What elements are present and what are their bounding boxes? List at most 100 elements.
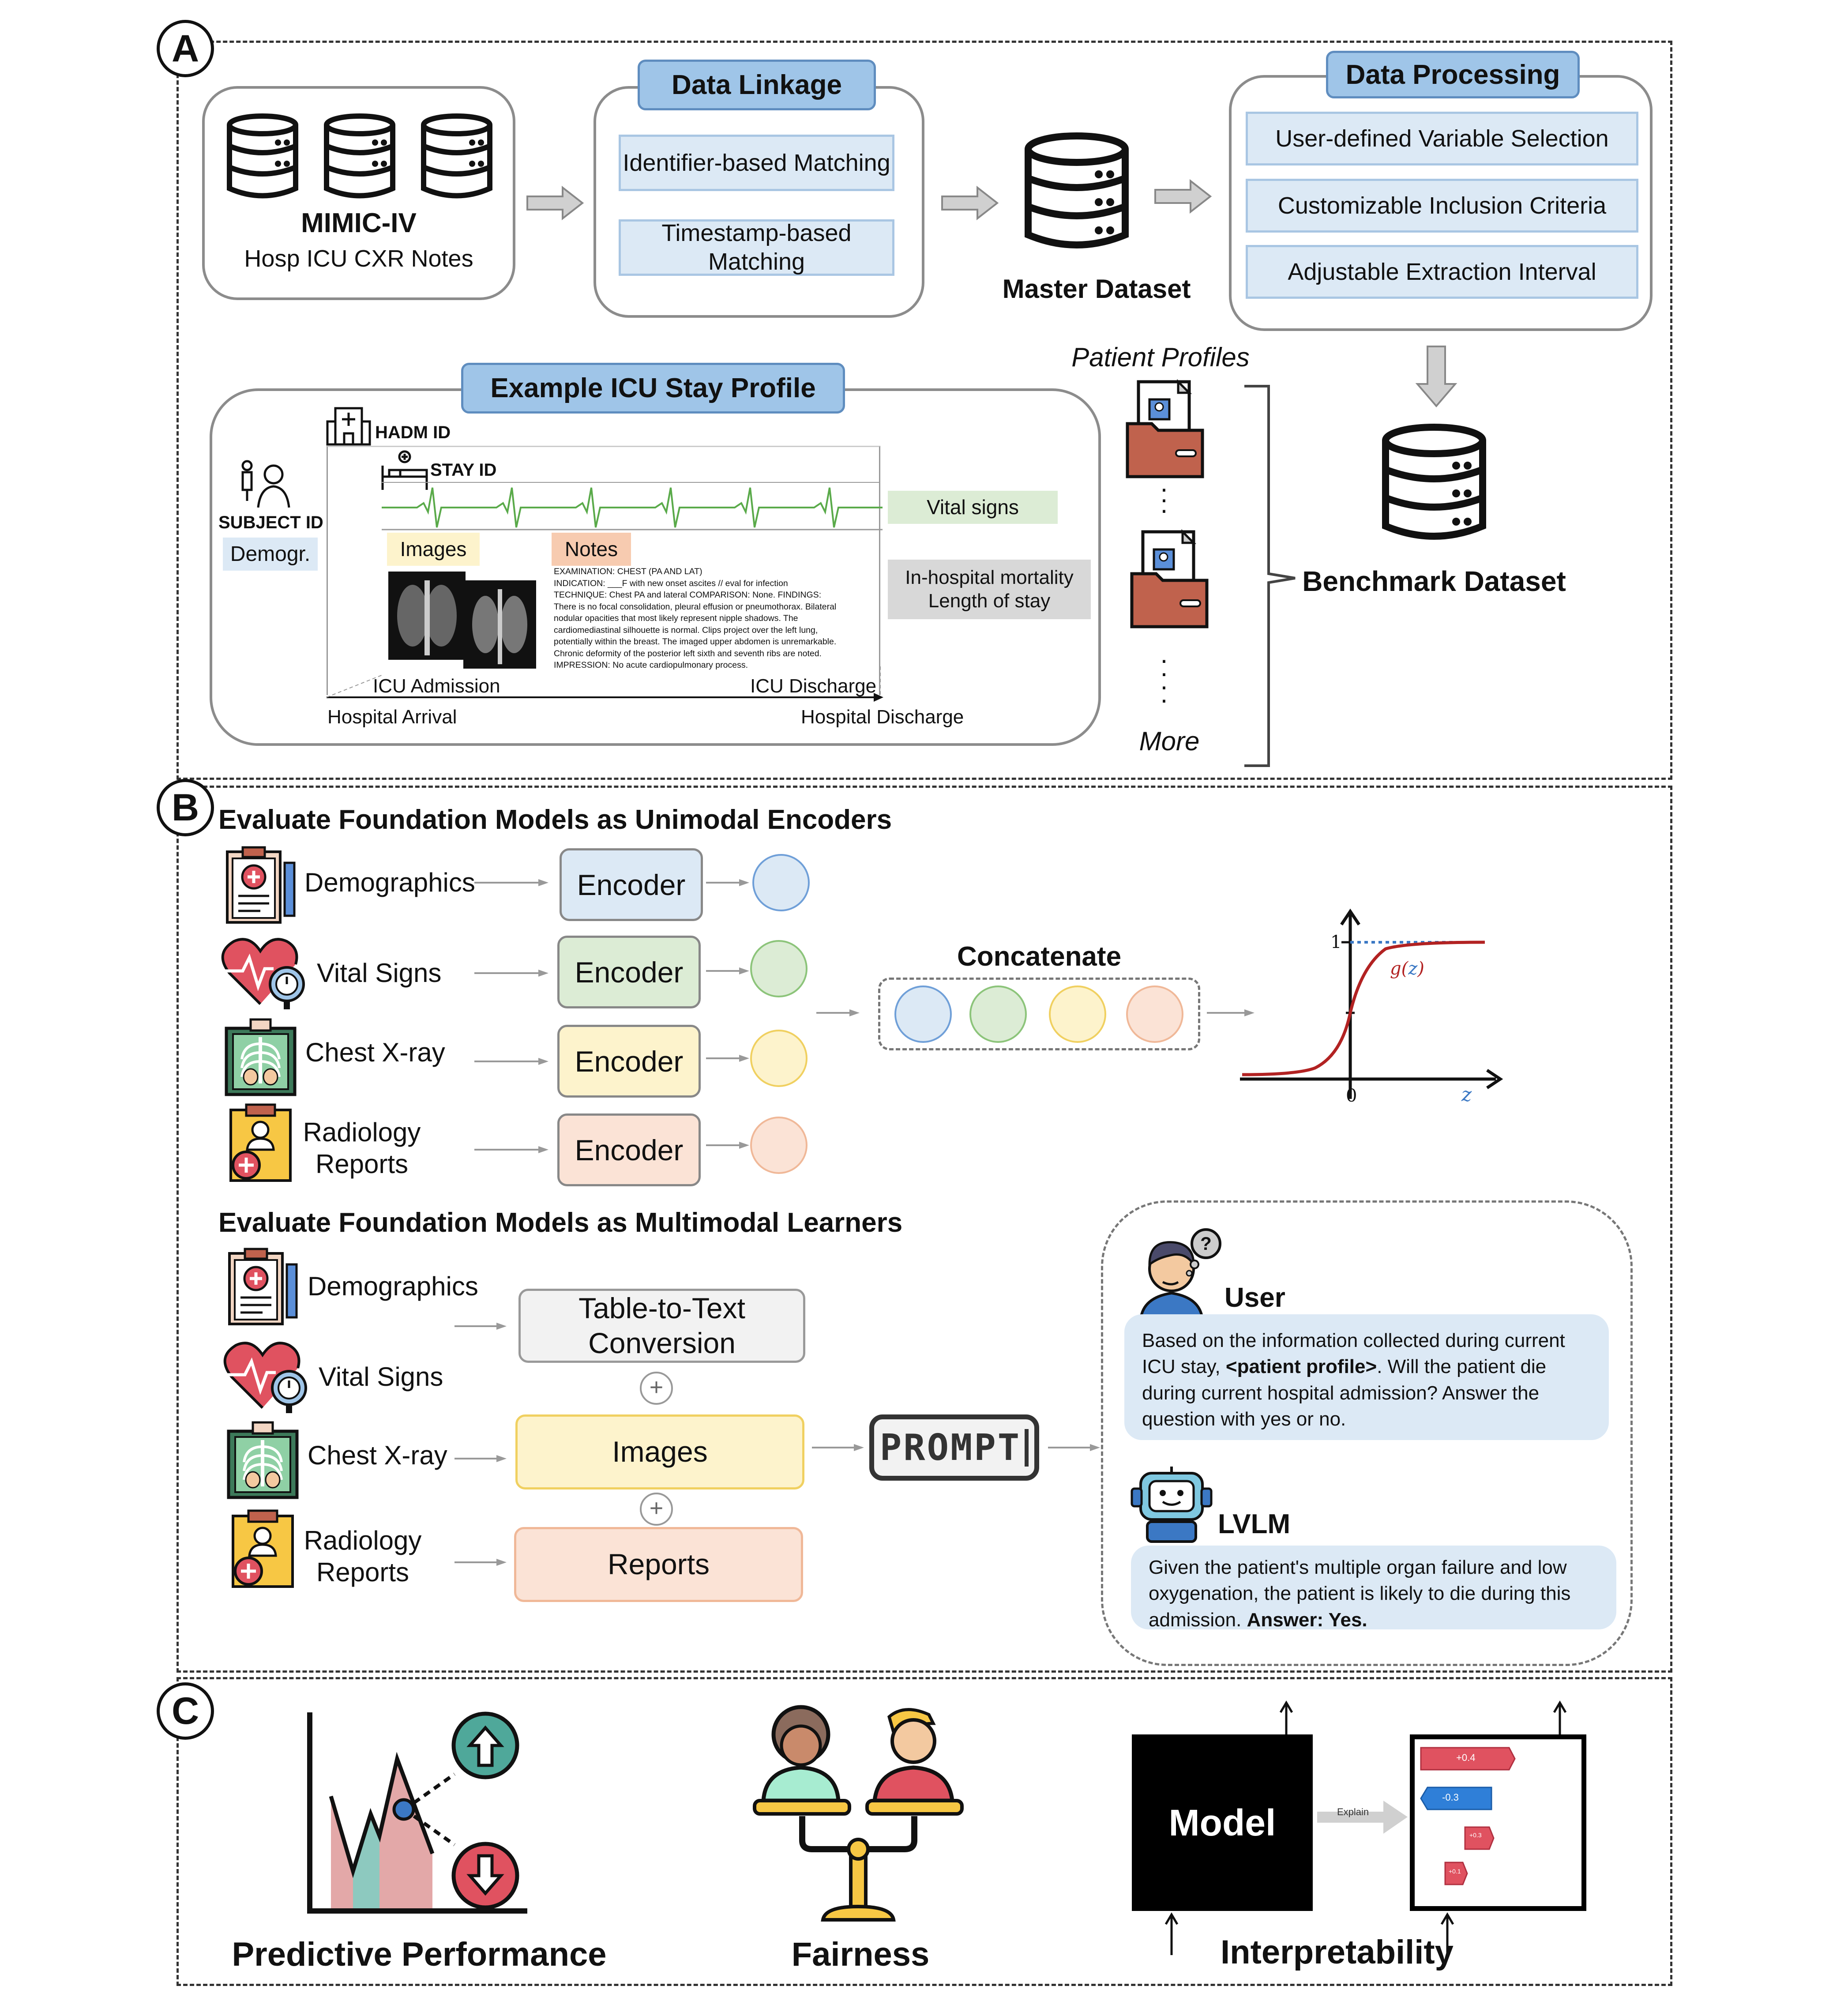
- radiology-reports-label: Radiology Reports: [303, 1117, 421, 1179]
- hospital-arrival-label: Hospital Arrival: [327, 706, 457, 728]
- model-label: Model: [1168, 1802, 1276, 1843]
- embedding-vital-signs: [750, 940, 808, 997]
- shap-value-2: -0.3: [1442, 1792, 1459, 1803]
- hospital-stay-frame: [327, 446, 880, 695]
- demographics-label-mm: Demographics: [308, 1271, 478, 1301]
- identifier-matching: Identifier-based Matching: [619, 135, 894, 191]
- timestamp-matching: Timestamp-based Matching: [619, 219, 894, 276]
- reports-box: Reports: [514, 1527, 803, 1602]
- shap-value-4: +0.1: [1449, 1868, 1461, 1875]
- vital-signs-label-mm: Vital Signs: [319, 1362, 443, 1392]
- fairness-label: Fairness: [791, 1936, 930, 1973]
- panel-b: [177, 786, 1672, 1673]
- arrow-icon: [454, 1323, 507, 1330]
- arrow-icon: [454, 1455, 507, 1462]
- vital-signs-tag: Vital signs: [888, 491, 1058, 524]
- sigmoid-zero-label: 0: [1346, 1086, 1357, 1106]
- concat-dot-chest-xray: [1049, 985, 1106, 1043]
- model-black-box: Model: [1132, 1734, 1313, 1911]
- prompt-box: PROMPT: [869, 1414, 1039, 1481]
- icu-admission-label: ICU Admission: [373, 675, 500, 697]
- vital-signs-label: Vital Signs: [317, 958, 442, 988]
- benchmark-dataset-label: Benchmark Dataset: [1302, 565, 1566, 597]
- folder-profile-icon: [1126, 379, 1204, 478]
- sigmoid-one-label: 1: [1330, 932, 1342, 952]
- user-message-bubble: Based on the information collected durin…: [1124, 1314, 1609, 1440]
- data-processing-title: Data Processing: [1326, 51, 1580, 98]
- sigmoid-z-label: z: [1461, 1083, 1472, 1106]
- predictive-performance-label: Predictive Performance: [232, 1936, 607, 1973]
- vital-signs-heart-icon: [221, 938, 305, 1009]
- icu-profile-title: Example ICU Stay Profile: [461, 363, 845, 414]
- radiology-reports-icon: [232, 1509, 294, 1588]
- encoder-reports: Encoder: [557, 1113, 701, 1186]
- database-icon: [1025, 132, 1129, 248]
- vertical-dots: ····: [1160, 645, 1168, 714]
- table-to-text-box: Table-to-Text Conversion: [518, 1289, 805, 1363]
- database-icon: [227, 113, 499, 201]
- sigmoid-plot: [1240, 908, 1503, 1099]
- images-box: Images: [515, 1414, 804, 1489]
- shap-bars: [1420, 1747, 1516, 1885]
- radiology-note-text: EXAMINATION: CHEST (PA AND LAT) INDICATI…: [554, 567, 837, 670]
- arrow-icon: [474, 970, 548, 977]
- demographics-clipboard-icon: [226, 846, 296, 924]
- hospital-icon: [326, 407, 371, 446]
- panel-a: [177, 41, 1672, 780]
- mimic-subtitle: Hosp ICU CXR Notes: [244, 245, 473, 272]
- arrow-icon: [706, 1055, 749, 1062]
- arrow-icon: [706, 879, 749, 886]
- timeline-axis: [326, 666, 883, 702]
- arrow-icon: [1164, 1912, 1179, 1955]
- more-label: More: [1139, 726, 1200, 756]
- chest-xray-icon: [225, 1018, 297, 1096]
- embedding-demographics: [752, 854, 810, 911]
- data-linkage-title: Data Linkage: [638, 60, 876, 110]
- folder-profile-icon: [1130, 529, 1209, 628]
- patient-icon: [241, 460, 290, 508]
- unimodal-title: Evaluate Foundation Models as Unimodal E…: [218, 805, 892, 835]
- arrow-icon: [474, 1146, 548, 1153]
- outcome-tag: In-hospital mortality Length of stay: [888, 560, 1091, 619]
- demographics-label: Demographics: [304, 868, 475, 897]
- panel-b-label: B: [157, 779, 214, 836]
- concatenate-label: Concatenate: [957, 941, 1122, 972]
- concatenate-box: [878, 978, 1200, 1050]
- patient-profiles-label: Patient Profiles: [1071, 342, 1250, 372]
- panel-c: [177, 1677, 1672, 1986]
- shap-value-1: +0.4: [1456, 1752, 1476, 1763]
- concat-dot-vital-signs: [969, 985, 1027, 1043]
- vertical-dots: ···: [1160, 474, 1168, 524]
- robot-avatar-icon: [1131, 1467, 1213, 1543]
- panel-c-label: C: [157, 1682, 214, 1740]
- master-dataset-label: Master Dataset: [1002, 274, 1191, 304]
- chat-dialog-frame: [1101, 1200, 1633, 1666]
- encoder-chest-xray: Encoder: [557, 1025, 701, 1098]
- images-tag: Images: [387, 533, 480, 566]
- explain-arrow-icon: [1317, 1801, 1408, 1834]
- chest-xray-label: Chest X-ray: [305, 1038, 445, 1067]
- arrow-icon: [1048, 1444, 1100, 1451]
- radiology-reports-label-mm: Radiology Reports: [304, 1526, 422, 1587]
- stay-id-label: STAY ID: [430, 460, 497, 480]
- interpretability-label: Interpretability: [1221, 1933, 1454, 1971]
- data-linkage-box: [593, 86, 924, 318]
- shap-value-3: +0.3: [1469, 1832, 1482, 1839]
- multimodal-title: Evaluate Foundation Models as Multimodal…: [218, 1207, 903, 1238]
- icu-stay-frame: [382, 482, 880, 483]
- arrow-icon: [1207, 1009, 1255, 1016]
- lvlm-label: LVLM: [1218, 1509, 1291, 1539]
- bracket: [1244, 385, 1296, 767]
- down-arrow-icon: [1415, 346, 1457, 408]
- chest-xray-icon: [227, 1421, 299, 1499]
- arrow-icon: [706, 967, 749, 974]
- icu-discharge-label: ICU Discharge: [750, 675, 877, 697]
- arrow-icon: [1440, 1912, 1454, 1955]
- ecg-line: [382, 487, 883, 530]
- encoder-vital-signs: Encoder: [557, 936, 701, 1008]
- notes-tag: Notes: [552, 533, 631, 566]
- user-avatar-icon: ?: [1139, 1228, 1221, 1321]
- sigmoid-function-label: g(z): [1390, 959, 1424, 979]
- database-icon: [1382, 424, 1486, 540]
- svg-text:?: ?: [1200, 1233, 1212, 1254]
